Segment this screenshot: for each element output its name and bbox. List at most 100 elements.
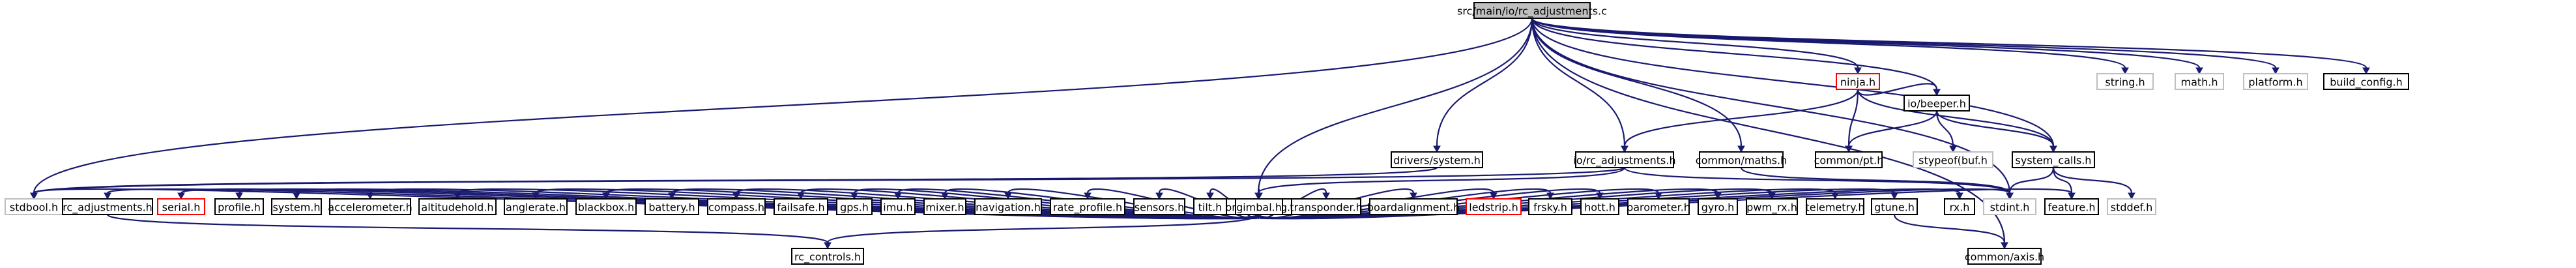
node-label: telemetry.h [1805, 201, 1864, 214]
node-barometer-h[interactable]: barometer.h [1627, 198, 1690, 215]
node-mixer-h[interactable]: mixer.h [923, 198, 966, 215]
node-label: barometer.h [1627, 201, 1690, 214]
node-gimbal-h[interactable]: gimbal.h [1235, 198, 1283, 215]
node-string-h[interactable]: string.h [2096, 73, 2154, 90]
node-system-calls-h[interactable]: system_calls.h [2012, 151, 2095, 168]
node-label: stddef.h [2111, 201, 2152, 214]
node-ledstrip-h[interactable]: ledstrip.h [1466, 198, 1522, 215]
node-pwm-rx-h[interactable]: pwm_rx.h [1746, 198, 1798, 215]
node-sensors-h[interactable]: sensors.h [1133, 198, 1185, 215]
node-anglerate-h[interactable]: anglerate.h [504, 198, 568, 215]
node-transponder-h[interactable]: transponder.h [1290, 198, 1363, 215]
node-stdint-h[interactable]: stdint.h [1983, 198, 2036, 215]
node-feature-h[interactable]: feature.h [2044, 198, 2099, 215]
node-layer: src/main/io/rc_adjustments.c stdbool.h dri… [5, 2, 2409, 265]
node-hott-h[interactable]: hott.h [1580, 198, 1619, 215]
node-box [1983, 198, 2036, 215]
node-label: rc_adjustments.h [63, 201, 152, 215]
node-box [2044, 198, 2099, 215]
node-box [1806, 198, 1864, 215]
node-box [271, 198, 322, 215]
node-imu-h[interactable]: imu.h [880, 198, 916, 215]
node-io-rc-adjustments-h[interactable]: io/rc_adjustments.h [1573, 151, 1676, 168]
node-label: frsky.h [1533, 201, 1567, 214]
node-label: math.h [2180, 76, 2218, 89]
node-compass-h[interactable]: compass.h [707, 198, 766, 215]
node-label: anglerate.h [506, 201, 566, 214]
node-box [1746, 198, 1798, 215]
node-box [1913, 151, 1993, 168]
node-stypeof-buf-h[interactable]: stypeof(buf.h [1913, 151, 1993, 168]
node-box [575, 198, 637, 215]
node-label: drivers/system.h [1393, 155, 1481, 167]
node-label: battery.h [648, 201, 695, 214]
node-box [1473, 2, 1591, 19]
node-box [62, 198, 153, 215]
node-label: rate_profile.h [1053, 201, 1122, 215]
node-accelerometer-h[interactable]: accelerometer.h [328, 198, 412, 215]
node-label: serial.h [162, 201, 201, 214]
node-box [836, 198, 873, 215]
node-gtune-h[interactable]: gtune.h [1871, 198, 1918, 215]
node-rc-adjustments-h[interactable]: rc_adjustments.h [62, 198, 153, 215]
node-label: pwm_rx.h [1746, 201, 1797, 215]
node-math-h[interactable]: math.h [2175, 73, 2224, 90]
node-label: io/beeper.h [1907, 98, 1966, 110]
node-label: string.h [2105, 76, 2145, 89]
node-box [1369, 198, 1458, 215]
node-box [1836, 73, 1880, 90]
node-platform-h[interactable]: platform.h [2243, 73, 2308, 90]
node-box [1235, 198, 1283, 215]
edge-io-rc-adj-to-config-config [1254, 166, 1626, 200]
node-profile-h[interactable]: profile.h [214, 198, 264, 215]
node-label: common/axis.h [1965, 251, 2044, 263]
node-label: tilt.h [1198, 201, 1223, 214]
node-battery-h[interactable]: battery.h [644, 198, 699, 215]
node-failsafe-h[interactable]: failsafe.h [774, 198, 828, 215]
node-label: common/maths.h [1696, 155, 1787, 167]
node-ninja-h[interactable]: ninja.h [1836, 73, 1880, 90]
node-label: altitudehold.h [421, 201, 493, 214]
node-label: ninja.h [1840, 76, 1875, 89]
node-box [418, 198, 497, 215]
node-altitudehold-h[interactable]: altitudehold.h [418, 198, 497, 215]
node-label: gps.h [840, 201, 869, 214]
edge-io-beeper-to-system-calls [1935, 110, 2057, 153]
node-gyro-h[interactable]: gyro.h [1698, 198, 1738, 215]
edge-gtune-to-common-axis [1893, 214, 2008, 250]
node-box [2175, 73, 2224, 90]
node-rc-controls-h[interactable]: rc_controls.h [791, 248, 864, 265]
node-common-maths-h[interactable]: common/maths.h [1696, 151, 1787, 168]
node-box [1528, 198, 1572, 215]
node-src-main-io-rc-adjustments-c[interactable]: src/main/io/rc_adjustments.c [1457, 2, 1607, 19]
edge-ninja-to-io-rc-adj [1621, 89, 1859, 153]
node-io-beeper-h[interactable]: io/beeper.h [1903, 95, 1970, 112]
node-box [644, 198, 699, 215]
node-label: system.h [272, 201, 320, 214]
node-box [1871, 198, 1918, 215]
node-label: blackbox.h [578, 201, 635, 214]
node-label: boardalignment.h [1367, 201, 1460, 214]
node-navigation-h[interactable]: navigation.h [974, 198, 1042, 215]
node-common-axis-h[interactable]: common/axis.h [1965, 248, 2044, 265]
node-tilt-h[interactable]: tilt.h [1193, 198, 1227, 215]
node-box [707, 198, 766, 215]
node-telemetry-h[interactable]: telemetry.h [1805, 198, 1865, 215]
node-common-pt-h[interactable]: common/pt.h [1814, 151, 1884, 168]
node-box [2243, 73, 2308, 90]
node-serial-h[interactable]: serial.h [157, 198, 205, 215]
node-system-h[interactable]: system.h [271, 198, 322, 215]
node-boardalignment-h[interactable]: boardalignment.h [1367, 198, 1460, 215]
node-stddef-h[interactable]: stddef.h [2107, 198, 2156, 215]
node-box [880, 198, 916, 215]
node-build-config-h[interactable]: build_config.h [2323, 73, 2409, 90]
node-rate-profile-h[interactable]: rate_profile.h [1050, 198, 1125, 215]
node-gps-h[interactable]: gps.h [836, 198, 873, 215]
node-label: rc_controls.h [794, 251, 861, 264]
node-frsky-h[interactable]: frsky.h [1528, 198, 1572, 215]
node-label: stypeof(buf.h [1918, 155, 1988, 167]
node-rx-h[interactable]: rx.h [1944, 198, 1975, 215]
node-blackbox-h[interactable]: blackbox.h [575, 198, 637, 215]
node-drivers-system-h[interactable]: drivers/system.h [1391, 151, 1483, 168]
node-stdbool-h[interactable]: stdbool.h [5, 198, 63, 215]
